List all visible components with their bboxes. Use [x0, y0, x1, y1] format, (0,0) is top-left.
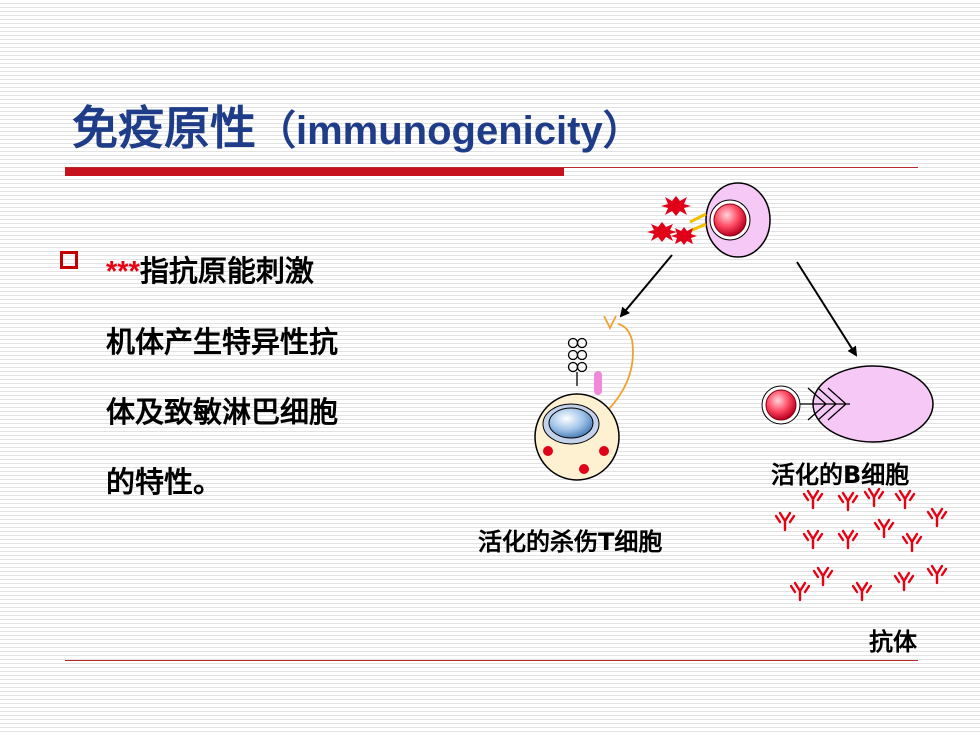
title-english: （immunogenicity） — [256, 109, 643, 153]
antigen-burst-icon — [647, 196, 697, 245]
stars-marker: *** — [106, 256, 140, 288]
title-divider-thin — [65, 167, 918, 168]
b-cell-label: 活化的B细胞 — [771, 461, 910, 489]
title-divider-thick — [65, 168, 564, 176]
antibody-label: 抗体 — [869, 628, 917, 656]
t-cell-icon — [534, 315, 634, 481]
antibodies-cluster-icon — [774, 487, 948, 602]
square-bullet-icon — [60, 251, 78, 269]
footer-divider — [65, 660, 918, 661]
definition-line-3: 体及致敏淋巴细胞 — [106, 395, 339, 429]
definition-paragraph: ***指抗原能刺激 机体产生特异性抗 体及致敏淋巴细胞 的特性。 — [106, 236, 426, 517]
b-cell-icon — [761, 365, 934, 443]
t-cell-label: 活化的杀伤T细胞 — [478, 528, 663, 556]
arrow-to-t-cell — [619, 254, 673, 318]
definition-line-2: 机体产生特异性抗 — [106, 325, 339, 359]
antigen-presenting-cell-icon — [689, 182, 771, 258]
title-chinese: 免疫原性 — [72, 101, 256, 155]
definition-line-4: 的特性。 — [106, 465, 223, 499]
definition-line-1: 指抗原能刺激 — [139, 254, 314, 288]
arrow-to-b-cell — [796, 261, 858, 357]
slide-title: 免疫原性（immunogenicity） — [72, 96, 643, 163]
